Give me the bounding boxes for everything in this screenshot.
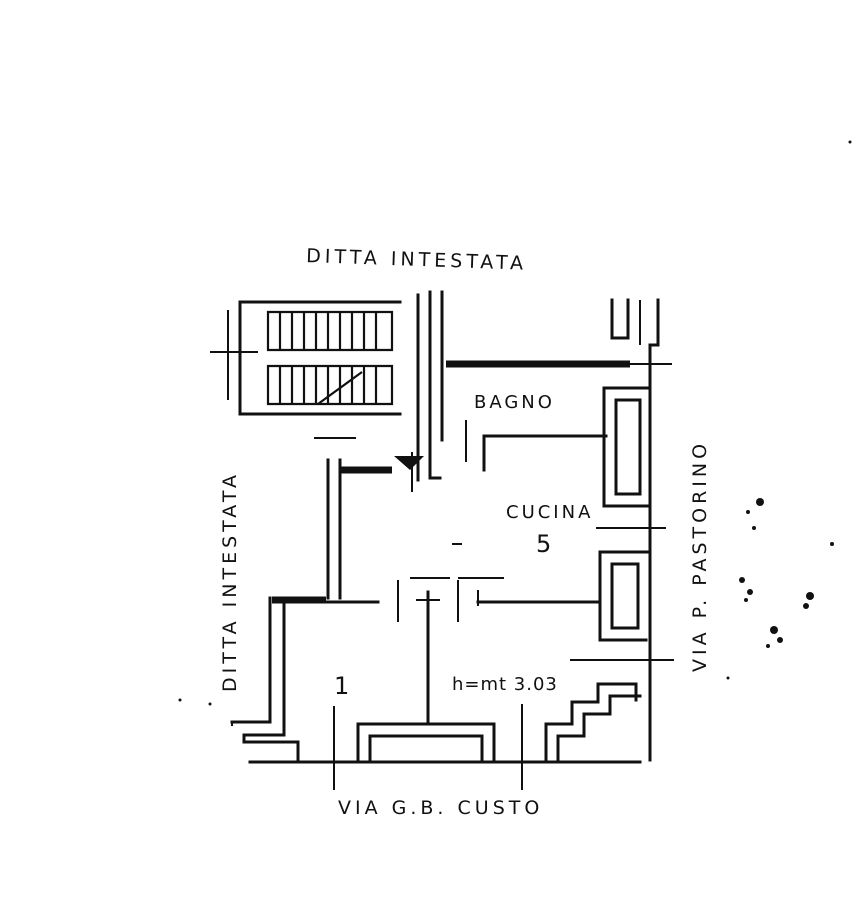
outer-walls [230,298,660,764]
corner-steps [544,682,642,762]
corridor-walls [394,290,467,492]
middle-walls [272,543,600,724]
stair-block [210,300,402,439]
window-niches [570,386,674,661]
label-via-bottom: VIA G.B. CUSTO [338,797,543,819]
bagno-walls [446,360,672,472]
bottom-niche [333,704,523,790]
label-bagno: BAGNO [474,392,555,413]
label-ditta-top: DITTA INTESTATA [306,245,528,275]
label-via-right: VIA P. PASTORINO [689,440,711,672]
label-ditta-left: DITTA INTESTATA [219,471,241,692]
scan-specks [178,140,852,706]
label-room-number: 1 [334,672,353,700]
label-height: h=mt 3.03 [452,674,558,695]
label-cucina-number: 5 [536,530,555,558]
label-cucina: CUCINA [506,502,593,523]
